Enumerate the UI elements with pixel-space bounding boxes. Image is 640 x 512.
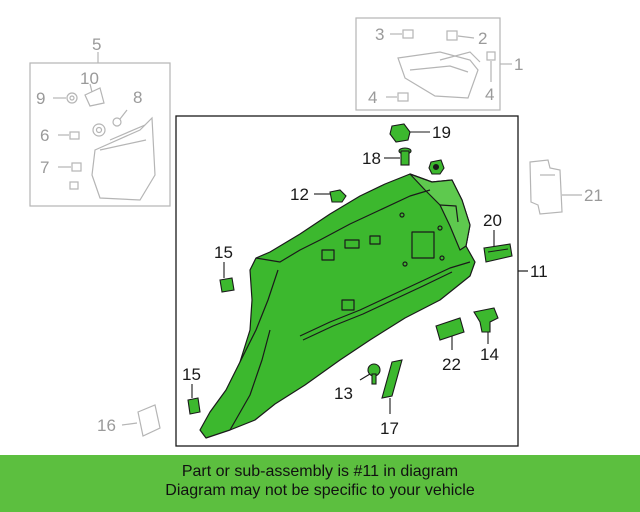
callout-17: 17 <box>380 419 399 438</box>
callout-10: 10 <box>80 69 99 88</box>
parts-diagram: 11 12 13 14 15 15 17 18 19 20 22 1 2 3 4… <box>29 17 603 447</box>
callout-2: 2 <box>478 29 487 48</box>
callout-19: 19 <box>432 123 451 142</box>
part-15-upper-clip[interactable] <box>219 277 235 293</box>
callout-12: 12 <box>290 185 309 204</box>
part-18-push-pin[interactable] <box>398 147 412 166</box>
part-16-ghost <box>121 404 161 437</box>
subassembly-1-ghost <box>355 17 512 111</box>
callout-3: 3 <box>375 25 384 44</box>
callout-4-right: 4 <box>485 85 494 104</box>
callout-15-upper: 15 <box>214 243 233 262</box>
callout-13-leader <box>359 373 371 381</box>
banner-line-1: Part or sub-assembly is #11 in diagram <box>181 463 459 480</box>
part-20-bracket[interactable] <box>483 243 513 263</box>
part-19-clip[interactable] <box>389 123 411 143</box>
part-22-cover[interactable] <box>435 317 465 341</box>
callout-21: 21 <box>584 186 603 205</box>
callout-13: 13 <box>334 384 353 403</box>
callout-20: 20 <box>483 211 502 230</box>
callout-6: 6 <box>40 126 49 145</box>
assembly-11-frame <box>175 115 519 447</box>
subassembly-5-ghost <box>29 52 171 207</box>
callout-1: 1 <box>514 55 523 74</box>
callout-14: 14 <box>480 345 499 364</box>
part-15-lower-clip[interactable] <box>187 397 201 415</box>
info-banner: Part or sub-assembly is #11 in diagram D… <box>0 455 640 512</box>
callout-4-left: 4 <box>368 88 377 107</box>
callout-8: 8 <box>133 88 142 107</box>
callout-5: 5 <box>92 35 101 54</box>
banner-line-2: Diagram may not be specific to your vehi… <box>165 482 475 499</box>
callout-9: 9 <box>36 89 45 108</box>
callout-18: 18 <box>362 149 381 168</box>
callout-16: 16 <box>97 416 116 435</box>
callout-22: 22 <box>442 355 461 374</box>
quarter-trim-panel[interactable] <box>199 173 476 439</box>
part-21-ghost <box>529 159 582 215</box>
part-17-strip[interactable] <box>381 359 403 399</box>
callout-15-lower: 15 <box>182 365 201 384</box>
part-14-bracket[interactable] <box>473 307 499 333</box>
callout-7: 7 <box>40 158 49 177</box>
part-13-screw[interactable] <box>367 363 381 385</box>
part-nut[interactable] <box>428 159 445 175</box>
callout-11: 11 <box>530 262 548 281</box>
part-12-clip[interactable] <box>329 189 347 203</box>
